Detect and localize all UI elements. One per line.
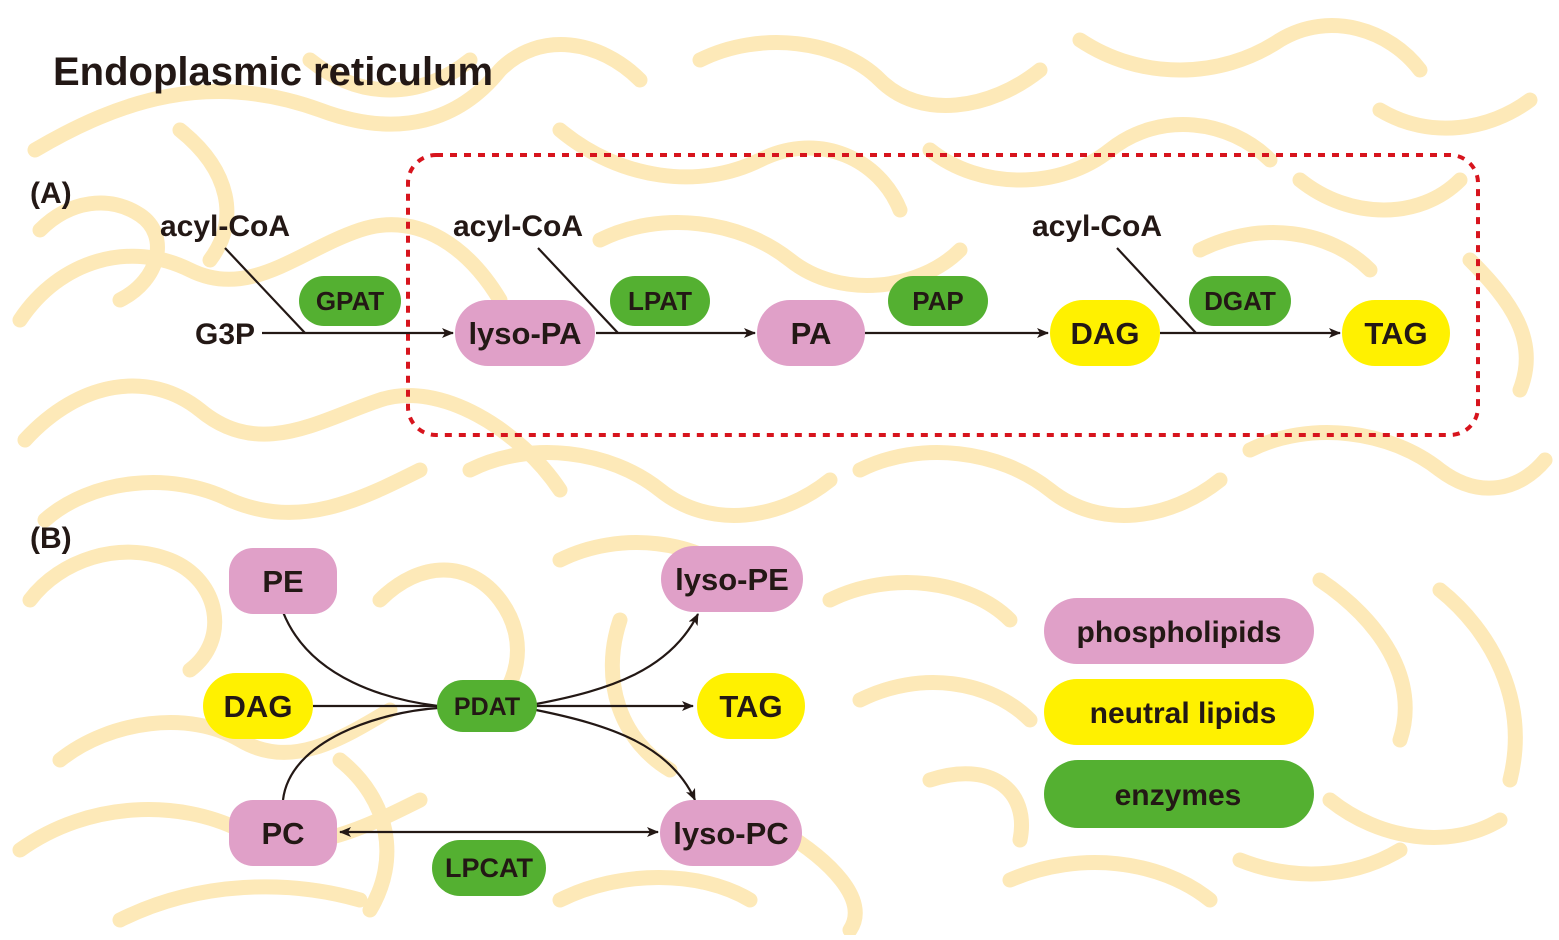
legend-enzymes-label: enzymes xyxy=(1115,779,1242,812)
enzyme-lpcat: LPCAT xyxy=(432,840,546,896)
enzyme-pap: PAP xyxy=(888,276,988,326)
enzyme-dgat: DGAT xyxy=(1189,276,1291,326)
highlight-box xyxy=(406,153,1480,437)
enzyme-lpat-label: LPAT xyxy=(628,286,692,316)
node-lyso-pc: lyso-PC xyxy=(660,800,802,866)
page-title: Endoplasmic reticulum xyxy=(53,50,493,94)
node-tag-a-label: TAG xyxy=(1364,316,1427,351)
node-pa-label: PA xyxy=(791,316,832,351)
acyl-coa-label-2: acyl-CoA xyxy=(453,210,583,243)
enzyme-lpat: LPAT xyxy=(610,276,710,326)
node-lyso-pe-label: lyso-PE xyxy=(675,562,789,597)
node-lyso-pe: lyso-PE xyxy=(661,546,803,612)
acyl-coa-label-1: acyl-CoA xyxy=(160,210,290,243)
node-pc-label: PC xyxy=(261,816,304,851)
node-pe-label: PE xyxy=(262,564,303,599)
enzyme-pdat-label: PDAT xyxy=(454,693,520,721)
enzyme-pdat: PDAT xyxy=(437,680,537,732)
panel-label-a: (A) xyxy=(30,177,72,210)
node-lyso-pa: lyso-PA xyxy=(455,300,595,366)
legend: phospholipids neutral lipids enzymes xyxy=(1044,598,1314,828)
pathway-b-arrows xyxy=(281,611,699,837)
enzyme-gpat-label: GPAT xyxy=(316,286,384,316)
node-dag-a: DAG xyxy=(1050,300,1160,366)
enzyme-pap-label: PAP xyxy=(912,286,964,316)
enzyme-lpcat-label: LPCAT xyxy=(445,853,533,883)
legend-phospholipids-label: phospholipids xyxy=(1077,616,1282,649)
node-lyso-pc-label: lyso-PC xyxy=(673,816,788,851)
node-lyso-pa-label: lyso-PA xyxy=(468,316,581,351)
node-pa: PA xyxy=(757,300,865,366)
node-tag-a: TAG xyxy=(1342,300,1450,366)
panel-label-b: (B) xyxy=(30,522,72,555)
er-membrane-background xyxy=(12,18,1553,938)
enzyme-dgat-label: DGAT xyxy=(1204,286,1276,316)
enzyme-gpat: GPAT xyxy=(299,276,401,326)
node-dag-b: DAG xyxy=(203,673,313,739)
node-tag-b-label: TAG xyxy=(719,689,782,724)
node-dag-a-label: DAG xyxy=(1071,316,1140,351)
node-dag-b-label: DAG xyxy=(224,689,293,724)
g3p-label: G3P xyxy=(195,318,255,351)
node-pc: PC xyxy=(229,800,337,866)
node-pe: PE xyxy=(229,548,337,614)
legend-neutral-lipids: neutral lipids xyxy=(1044,679,1314,745)
node-tag-b: TAG xyxy=(697,673,805,739)
acyl-coa-label-3: acyl-CoA xyxy=(1032,210,1162,243)
legend-enzymes: enzymes xyxy=(1044,760,1314,828)
legend-phospholipids: phospholipids xyxy=(1044,598,1314,664)
pathway-a-arrows xyxy=(224,247,1341,338)
legend-neutral-lipids-label: neutral lipids xyxy=(1090,697,1277,730)
